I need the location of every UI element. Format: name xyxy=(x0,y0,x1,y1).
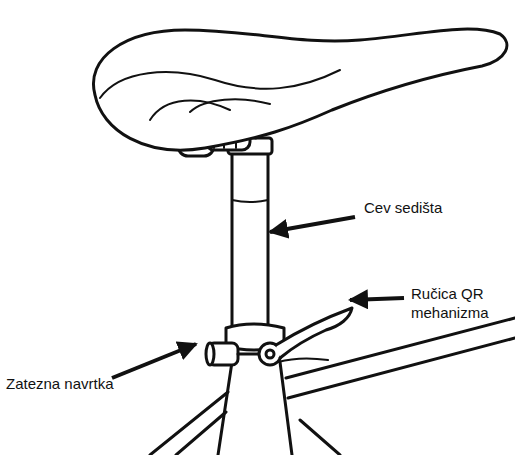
leader-arrow xyxy=(270,217,355,232)
part-label: Cev sedišta xyxy=(364,198,442,217)
leader-arrow xyxy=(112,344,196,378)
frame xyxy=(150,318,515,455)
qr-lever xyxy=(259,308,352,365)
tension-nut xyxy=(206,343,262,365)
leader-arrows xyxy=(112,217,404,378)
saddle xyxy=(93,29,506,150)
part-label: Ručica QR mehanizma xyxy=(411,284,511,322)
leader-arrow xyxy=(350,298,404,300)
seat-post xyxy=(232,150,268,328)
part-label: Zatezna navrtka xyxy=(6,374,114,393)
